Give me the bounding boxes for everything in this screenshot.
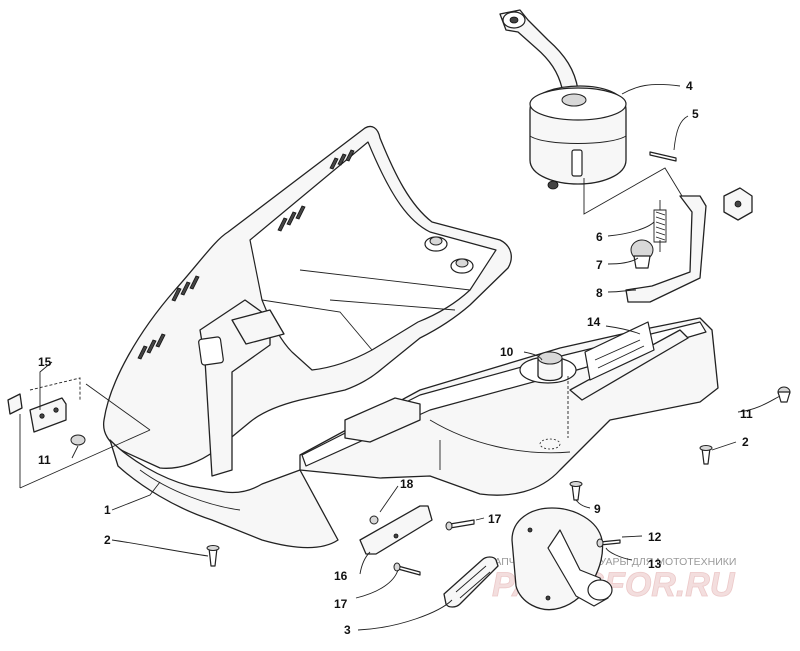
- callout-11-right: 11: [740, 407, 753, 421]
- callout-17-left: 17: [334, 597, 348, 611]
- callout-12: 12: [648, 530, 662, 544]
- callout-1: 1: [104, 503, 111, 517]
- callout-2-right: 2: [742, 435, 749, 449]
- vent-slots: [137, 149, 355, 360]
- spring: [653, 200, 667, 252]
- footrest-bracket: [359, 505, 433, 555]
- grommet: [519, 351, 577, 384]
- belly-pan-body: [102, 125, 512, 549]
- callout-labels: 1 2 2 3 4 5 6 7 8 9 10 11 11 12 13 14 15…: [38, 79, 753, 637]
- heat-shield: [511, 507, 613, 611]
- rivets: [393, 519, 475, 576]
- leader-lines: [19, 83, 781, 631]
- muffler-mount-hardware: [583, 151, 753, 303]
- callout-11-left: 11: [38, 453, 51, 467]
- callout-5: 5: [692, 107, 699, 121]
- fasteners: [206, 386, 791, 567]
- callout-6: 6: [596, 230, 603, 244]
- callout-7: 7: [596, 258, 603, 272]
- callout-18: 18: [400, 477, 414, 491]
- callout-14: 14: [587, 315, 601, 329]
- decal: [584, 321, 655, 381]
- callout-10: 10: [500, 345, 514, 359]
- callout-2-left: 2: [104, 533, 111, 547]
- callout-3: 3: [344, 623, 351, 637]
- floor-mounts: [424, 236, 474, 274]
- left-bracket: [7, 377, 86, 446]
- callout-9: 9: [594, 502, 601, 516]
- callout-13: 13: [648, 557, 662, 571]
- callout-15: 15: [38, 355, 52, 369]
- footrest-pad: [443, 556, 499, 608]
- callout-16: 16: [334, 569, 348, 583]
- callout-4: 4: [686, 79, 693, 93]
- callout-17-right: 17: [488, 512, 502, 526]
- callout-8: 8: [596, 286, 603, 300]
- muffler: [499, 9, 627, 190]
